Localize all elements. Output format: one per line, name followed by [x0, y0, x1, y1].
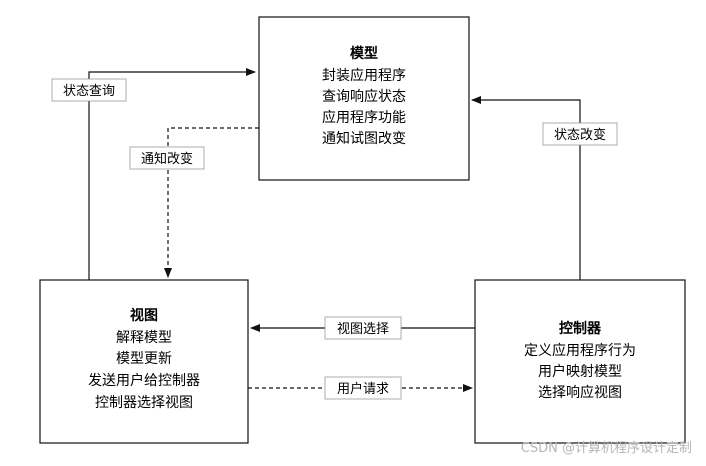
edge-notify-change: 通知改变: [129, 127, 259, 278]
controller-line-2: 用户映射模型: [538, 363, 622, 380]
edge-state-change: 状态改变: [471, 96, 618, 280]
controller-title: 控制器: [559, 320, 602, 337]
view-line-3: 发送用户给控制器: [88, 372, 200, 389]
state-query-label: 状态查询: [63, 84, 115, 99]
controller-line-3: 选择响应视图: [538, 384, 622, 401]
view-box: 视图 解释模型 模型更新 发送用户给控制器 控制器选择视图: [39, 279, 249, 444]
view-line-2: 模型更新: [116, 351, 172, 367]
edge-state-query: 状态查询: [51, 68, 256, 280]
state-change-label: 状态改变: [554, 127, 606, 143]
model-line-3: 应用程序功能: [322, 109, 406, 126]
controller-line-1: 定义应用程序行为: [524, 342, 636, 359]
edge-view-select: 视图选择: [250, 316, 475, 340]
model-line-1: 封装应用程序: [322, 67, 406, 84]
watermark: CSDN @计算机程序设计定制: [520, 441, 692, 456]
view-line-4: 控制器选择视图: [95, 395, 193, 411]
view-line-1: 解释模型: [116, 330, 172, 346]
edge-user-request: 用户请求: [248, 376, 473, 400]
controller-box: 控制器 定义应用程序行为 用户映射模型 选择响应视图: [474, 279, 686, 444]
view-select-label: 视图选择: [337, 322, 389, 337]
model-line-2: 查询响应状态: [322, 88, 406, 105]
user-request-label: 用户请求: [337, 381, 389, 397]
notify-change-label: 通知改变: [141, 151, 193, 167]
view-title: 视图: [130, 307, 158, 324]
model-title: 模型: [350, 45, 378, 62]
model-box: 模型 封装应用程序 查询响应状态 应用程序功能 通知试图改变: [258, 16, 470, 181]
model-line-4: 通知试图改变: [322, 130, 406, 147]
